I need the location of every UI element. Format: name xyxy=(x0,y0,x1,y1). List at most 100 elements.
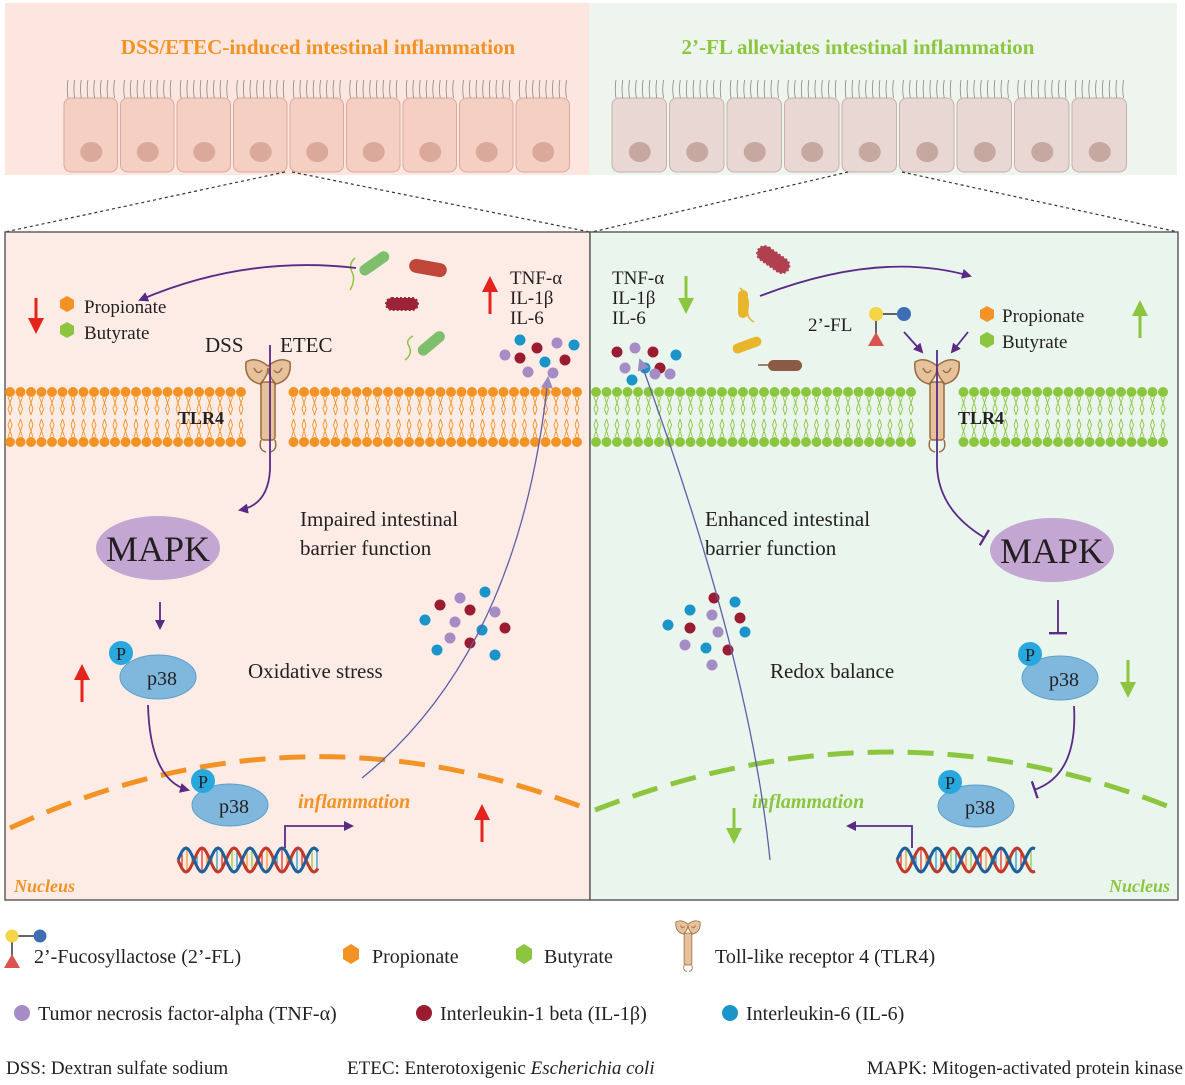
p38-nuclear-right xyxy=(937,784,1015,828)
down-arrow-head xyxy=(726,828,742,844)
abbr-dss: DSS: Dextran sulfate sodium xyxy=(6,1058,228,1079)
epithelium-left xyxy=(63,79,570,173)
cytokine-dot xyxy=(449,616,461,628)
epithelial-cell xyxy=(515,79,570,173)
barrier-label-right-1: Enhanced intestinal xyxy=(705,507,870,531)
cytokine-dot xyxy=(551,337,563,349)
il1b-label-left: IL-1β xyxy=(510,288,553,309)
epithelial-cell xyxy=(841,79,897,173)
legend-tnf-icon xyxy=(14,1005,30,1021)
cytokine-release-arrow xyxy=(361,376,553,779)
cytokine-dot xyxy=(611,346,623,358)
mapk-label-left: MAPK xyxy=(106,529,210,569)
cytokine-dot xyxy=(454,592,466,604)
nucleus-label-left: Nucleus xyxy=(13,876,75,896)
cytokine-dot xyxy=(431,644,443,656)
epithelial-cell xyxy=(611,79,667,173)
bacteria-icon xyxy=(349,251,447,361)
legend-propionate-icon xyxy=(343,944,359,964)
cytokine-dot xyxy=(539,356,551,368)
legend-il6-icon xyxy=(722,1005,738,1021)
hmo-label: 2’-FL xyxy=(808,315,852,336)
epithelial-cell xyxy=(784,79,840,173)
mapk-node-right xyxy=(990,518,1114,582)
epithelial-cell xyxy=(956,79,1012,173)
cytokine-cluster xyxy=(662,592,751,671)
epithelial-cell xyxy=(233,79,288,173)
p38-translocation-arrow xyxy=(147,704,190,793)
epithelial-cell xyxy=(289,79,344,173)
cytokine-dot xyxy=(559,354,571,366)
left-panel xyxy=(4,231,591,901)
legend-tlr4-label: Toll-like receptor 4 (TLR4) xyxy=(715,946,935,968)
p38-node-left xyxy=(119,654,197,700)
cytokine-dot xyxy=(739,626,751,638)
zoom-line xyxy=(4,171,286,233)
down-arrow-head xyxy=(1120,682,1136,698)
epithelial-cell xyxy=(459,79,514,173)
scfa-increase-arrow xyxy=(759,265,972,297)
cytokine-cluster xyxy=(499,334,580,379)
phosphate-label: P xyxy=(198,772,208,792)
legend-butyrate-icon xyxy=(516,944,532,964)
membrane-right xyxy=(591,387,1168,447)
il6-label-left: IL-6 xyxy=(510,308,544,329)
epithelium-right xyxy=(611,79,1127,173)
propionate-icon xyxy=(980,306,994,322)
cytokine-dot xyxy=(647,346,659,358)
epithelial-cell xyxy=(669,79,725,173)
cytokine-cluster xyxy=(419,586,511,661)
il1b-label-right: IL-1β xyxy=(612,288,655,309)
scfa-decrease-arrow xyxy=(138,264,357,302)
cytokine-dot xyxy=(629,342,641,354)
cytokine-dot xyxy=(531,342,543,354)
cytokine-release-arrow xyxy=(637,358,771,861)
nucleus-envelope-right xyxy=(594,749,1173,813)
epithelial-cell xyxy=(176,79,231,173)
legend-tnf-label: Tumor necrosis factor-alpha (TNF-α) xyxy=(38,1003,337,1025)
phosphate-icon xyxy=(191,769,215,793)
tlr4-label-left: TLR4 xyxy=(178,408,224,428)
barrier-label-left-2: barrier function xyxy=(300,536,432,560)
cytokine-dot xyxy=(568,339,580,351)
cytokine-dot xyxy=(479,586,491,598)
cytokine-dot xyxy=(619,362,631,374)
propionate-icon xyxy=(60,296,74,312)
p38-nuclear-label-right: p38 xyxy=(965,797,995,819)
phosphate-icon xyxy=(109,641,133,665)
cytokine-dot xyxy=(514,334,526,346)
butyrate-label: Butyrate xyxy=(84,323,149,344)
p38-label-right: p38 xyxy=(1049,669,1079,691)
cytokine-dot xyxy=(684,622,696,634)
butyrate-icon xyxy=(60,322,74,338)
epithelial-cell xyxy=(726,79,782,173)
dss-label: DSS xyxy=(205,333,244,357)
cytokine-dot xyxy=(419,614,431,626)
cytokine-dot xyxy=(522,366,534,378)
il6-label-right: IL-6 xyxy=(612,308,646,329)
epithelial-cell xyxy=(120,79,175,173)
title-left: DSS/ETEC-induced intestinal inflammation xyxy=(121,35,516,59)
bacteria-icon xyxy=(732,245,802,371)
propionate-label: Propionate xyxy=(84,297,166,318)
legend-tlr4-icon xyxy=(675,920,701,972)
up-arrow-head xyxy=(1132,300,1148,316)
legend-2fl-icon xyxy=(4,929,47,968)
barrier-label-right-2: barrier function xyxy=(705,536,837,560)
down-arrow-head xyxy=(678,298,694,314)
cytokine-dot xyxy=(489,649,501,661)
phosphate-label: P xyxy=(1025,645,1035,665)
abbr-etec: ETEC: Enterotoxigenic Escherichia coli xyxy=(347,1058,655,1079)
cytokine-dot xyxy=(670,349,682,361)
legend-propionate-label: Propionate xyxy=(372,946,459,968)
cytokine-dot xyxy=(514,352,526,364)
up-arrow-head xyxy=(474,804,490,820)
cytokine-dot xyxy=(464,604,476,616)
epithelial-cell xyxy=(346,79,401,173)
dna-icon xyxy=(895,846,1036,874)
cytokine-dot xyxy=(649,368,661,380)
tlr4-label-right: TLR4 xyxy=(958,408,1004,428)
zoom-line xyxy=(291,171,591,233)
cytokine-dot xyxy=(626,374,638,386)
